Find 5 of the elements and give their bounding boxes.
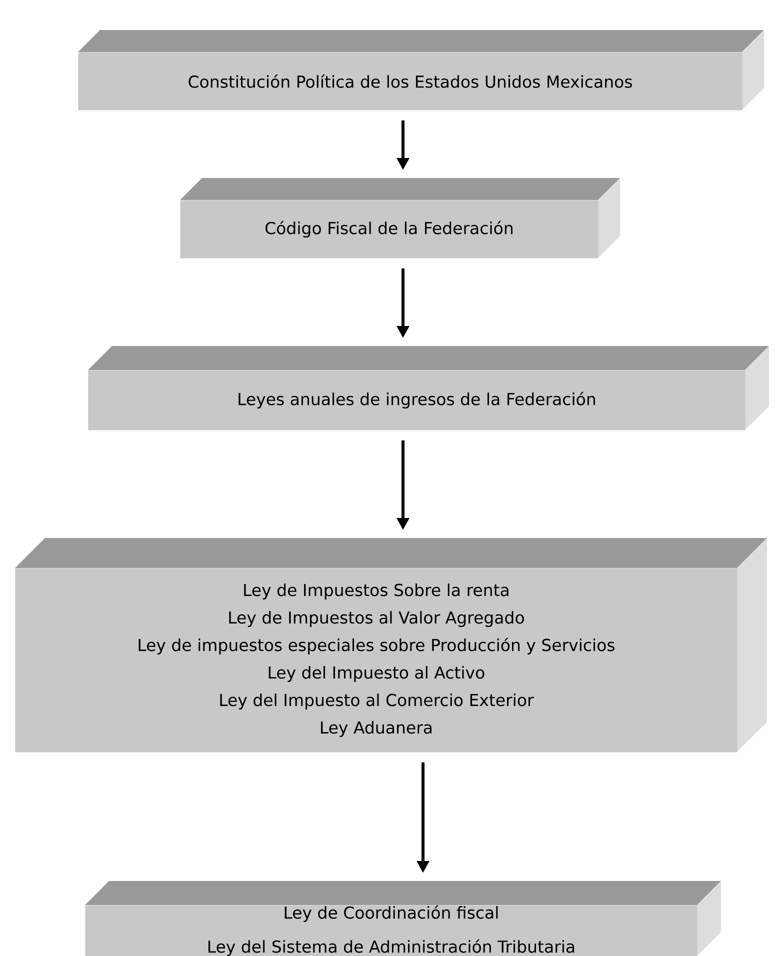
3d-box: Constitución Política de los Estados Unidos Mexicanos <box>78 30 764 110</box>
3d-box: Leyes anuales de ingresos de la Federación <box>88 346 769 430</box>
3d-box: Código Fiscal de la Federación <box>180 178 620 258</box>
3d-box: Ley de Impuestos Sobre la renta Ley de Impuestos al Valor Agregado Ley de impuestos especiales sobre Producción y Servicios Ley del Impuesto al Activo Ley del Impuesto al Comercio Exterior Ley Aduanera <box>15 538 767 752</box>
3d-box: Ley de Coordinación fiscal Ley del Sistema de Administración Tributaria <box>85 881 721 956</box>
